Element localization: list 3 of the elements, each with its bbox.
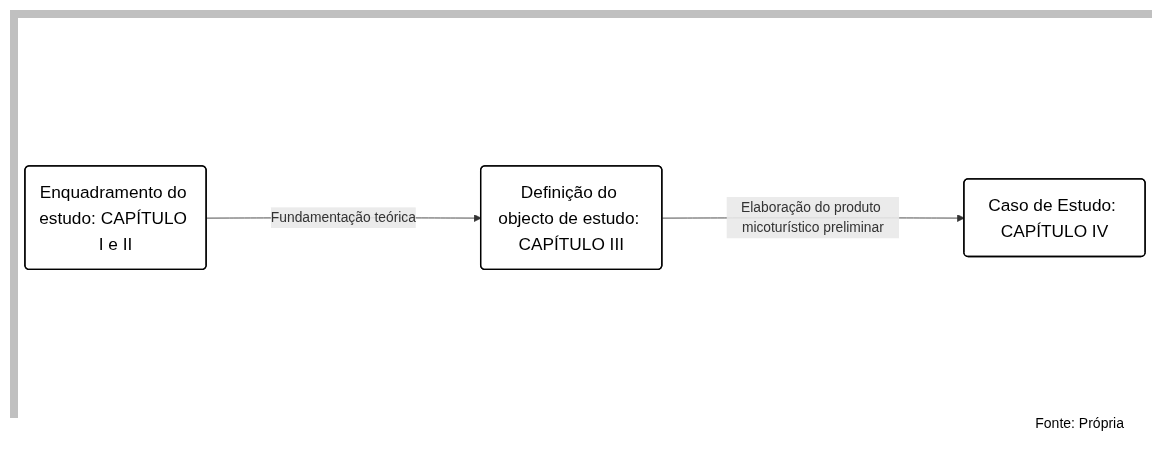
source-note: Fonte: Própria [1035,415,1124,431]
edge-label: Elaboração do produto micoturístico preliminar [741,199,884,236]
edge-label: Fundamentação teórica [270,210,416,225]
